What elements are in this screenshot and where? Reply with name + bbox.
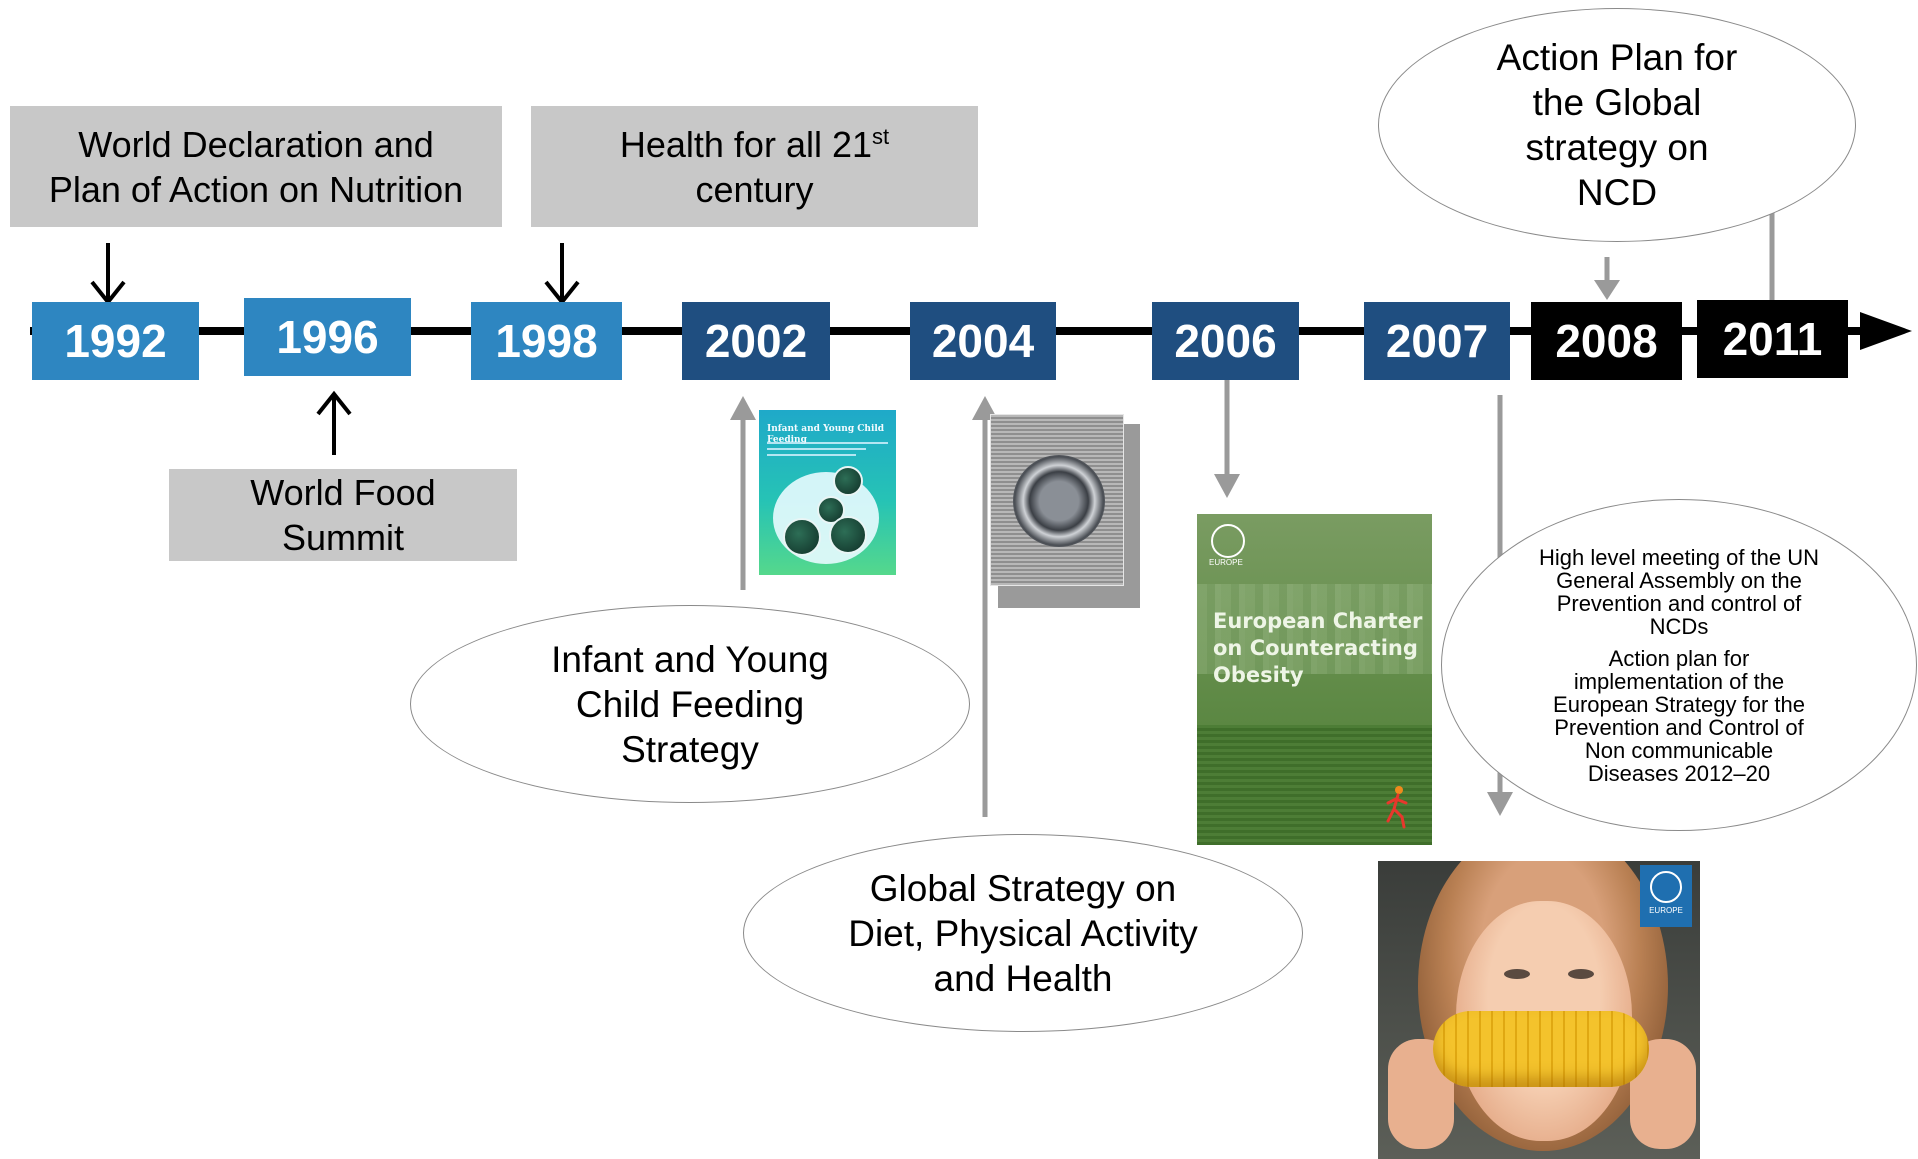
- superscript-st: st: [872, 123, 890, 149]
- arrow-food-summit-to-1996: [316, 390, 352, 455]
- health-for-all-line1: Health for all 21st: [619, 123, 890, 165]
- world-declaration-line1: World Declaration and: [78, 123, 434, 165]
- globe-ring: [1013, 455, 1105, 547]
- infant-young-child-oval: Infant and Young Child Feeding Strategy: [410, 605, 970, 803]
- title-line: European Charter: [1213, 609, 1423, 633]
- arrow-2006-to-charter: [1214, 378, 1240, 498]
- un-meeting-block2: Action plan for implementation of the Eu…: [1553, 647, 1805, 785]
- oval-line: Diseases 2012–20: [1587, 760, 1771, 786]
- corn-cob: [1433, 1011, 1649, 1087]
- oval-line: and Health: [933, 957, 1113, 999]
- un-meeting-oval: High level meeting of the UN General Ass…: [1441, 499, 1917, 831]
- year-1998: 1998: [471, 302, 622, 380]
- year-1992: 1992: [32, 302, 199, 380]
- year-2004: 2004: [910, 302, 1056, 380]
- oval-line: Action Plan for: [1496, 37, 1738, 78]
- oval-line: Non communicable: [1584, 737, 1774, 763]
- year-2006: 2006: [1152, 302, 1299, 380]
- oval-line: Prevention and control of: [1556, 590, 1802, 616]
- publisher-label: EUROPE: [1209, 558, 1243, 567]
- oval-line: European Strategy for the: [1553, 691, 1805, 717]
- running-figure-icon: [1386, 786, 1408, 829]
- timeline-arrowhead: [1860, 312, 1912, 350]
- oval-line: Infant and Young: [551, 638, 829, 680]
- arrow-declaration-to-1992: [90, 243, 126, 306]
- year-1996: 1996: [244, 298, 411, 376]
- un-meeting-block1: High level meeting of the UN General Ass…: [1539, 546, 1819, 638]
- year-2007: 2007: [1364, 302, 1510, 380]
- foliage: [1197, 725, 1432, 845]
- action-plan-global-oval: Action Plan for the Global strategy on N…: [1378, 8, 1856, 242]
- badge-label: EUROPE: [1649, 906, 1683, 915]
- oval-line: strategy on: [1525, 127, 1709, 168]
- year-2008: 2008: [1531, 302, 1682, 380]
- city-silhouette: [1197, 584, 1432, 674]
- oval-line: implementation of the: [1573, 668, 1785, 694]
- arrow-action-plan-to-2008: [1594, 257, 1620, 300]
- who-logo-icon: [1650, 871, 1682, 903]
- title-line: on Counteracting: [1213, 636, 1418, 660]
- oval-line: the Global: [1532, 82, 1702, 123]
- year-2011: 2011: [1697, 300, 1848, 378]
- oval-line: Child Feeding: [575, 683, 805, 725]
- world-food-summit-line2: Summit: [281, 517, 404, 558]
- title-line: Obesity: [1213, 663, 1304, 687]
- world-declaration-line2: Plan of Action on Nutrition: [48, 168, 464, 210]
- health-for-all-line2: century: [695, 168, 814, 210]
- oval-line: Diet, Physical Activity: [848, 912, 1198, 954]
- oval-line: Action plan for: [1608, 645, 1750, 671]
- girl-eating-corn-photo: EUROPE: [1378, 861, 1700, 1159]
- oval-line: NCD: [1576, 172, 1658, 213]
- arrow-iycf-to-2002: [730, 396, 756, 590]
- oval-line: NCDs: [1649, 613, 1709, 639]
- oval-line: Prevention and Control of: [1554, 714, 1804, 740]
- eye: [1504, 969, 1530, 979]
- who-logo-icon: [1211, 524, 1245, 558]
- world-declaration-box: World Declaration and Plan of Action on …: [10, 106, 502, 227]
- world-food-summit-box: World Food Summit: [169, 469, 517, 561]
- oval-line: High level meeting of the UN: [1538, 544, 1820, 570]
- year-2002: 2002: [682, 302, 830, 380]
- arrow-health-for-all-to-1998: [544, 243, 580, 306]
- charter-title: European Charter on Counteracting Obesit…: [1213, 608, 1422, 689]
- oval-line: General Assembly on the: [1556, 567, 1802, 593]
- cover-page: [990, 414, 1124, 586]
- oval-line: Global Strategy on: [869, 867, 1177, 909]
- global-strategy-cover-image: [990, 414, 1140, 608]
- global-strategy-diet-oval: Global Strategy on Diet, Physical Activi…: [743, 834, 1303, 1032]
- iycf-cover-image: Infant and Young Child Feeding: [759, 410, 896, 575]
- european-charter-cover-image: EUROPE European Charter on Counteracting…: [1197, 514, 1432, 845]
- world-food-summit-line1: World Food: [250, 472, 436, 513]
- oval-line: Strategy: [621, 728, 759, 770]
- health-for-all-box: Health for all 21st century: [531, 106, 978, 227]
- who-europe-badge: EUROPE: [1640, 865, 1692, 927]
- iycf-cover-title: Infant and Young Child Feeding: [767, 424, 885, 445]
- eye: [1568, 969, 1594, 979]
